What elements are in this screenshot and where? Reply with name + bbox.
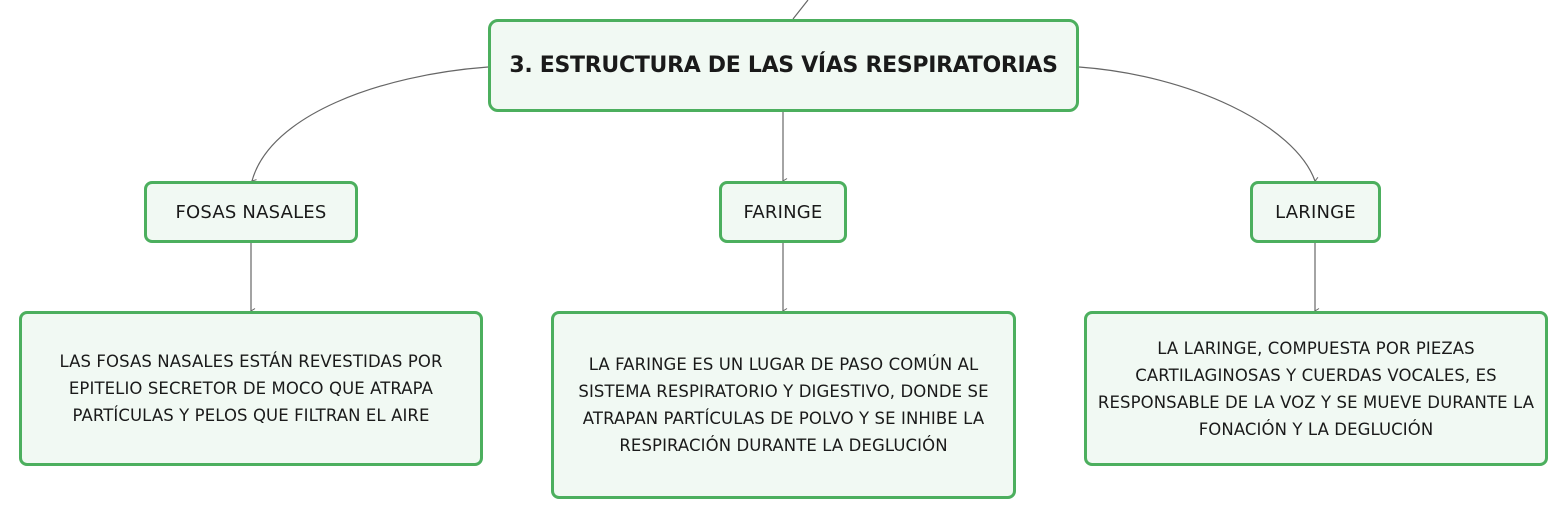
topic-label-fosas-nasales: FOSAS NASALES	[175, 201, 327, 223]
topic-node-fosas-nasales[interactable]: FOSAS NASALES	[144, 181, 358, 243]
connector-parent-to-root	[792, 0, 809, 20]
description-node-laringe[interactable]: LA LARINGE, COMPUESTA POR PIEZAS CARTILA…	[1084, 311, 1548, 466]
connector-root-to-laringe	[1078, 66, 1320, 183]
description-node-faringe[interactable]: LA FARINGE ES UN LUGAR DE PASO COMÚN AL …	[551, 311, 1016, 499]
topic-node-faringe[interactable]: FARINGE	[719, 181, 847, 243]
topic-label-faringe: FARINGE	[743, 201, 823, 223]
topic-label-laringe: LARINGE	[1275, 201, 1356, 223]
connector-root-to-fosas-nasales	[251, 66, 489, 185]
root-topic-title: 3. ESTRUCTURA DE LAS VÍAS RESPIRATORIAS	[509, 53, 1058, 78]
description-node-fosas-nasales[interactable]: LAS FOSAS NASALES ESTÁN REVESTIDAS POR E…	[19, 311, 483, 466]
description-text-faringe: LA FARINGE ES UN LUGAR DE PASO COMÚN AL …	[578, 355, 989, 455]
description-text-laringe: LA LARINGE, COMPUESTA POR PIEZAS CARTILA…	[1097, 338, 1535, 439]
topic-node-laringe[interactable]: LARINGE	[1250, 181, 1381, 243]
description-text-fosas-nasales: LAS FOSAS NASALES ESTÁN REVESTIDAS POR E…	[59, 352, 443, 425]
root-topic-node[interactable]: 3. ESTRUCTURA DE LAS VÍAS RESPIRATORIAS	[488, 19, 1079, 112]
